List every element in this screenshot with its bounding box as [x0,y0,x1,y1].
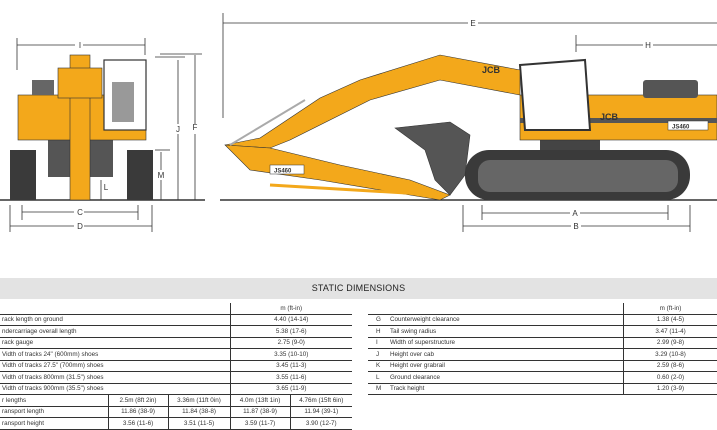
label-F: F [193,123,198,132]
brand-logo-boom: JCB [482,65,501,75]
unit-header: m (ft-in) [623,303,717,315]
unit-header: m (ft-in) [229,303,352,315]
section-header-band [0,278,717,299]
section-title: STATIC DIMENSIONS [311,283,406,293]
brand-logo-body: JCB [600,112,619,122]
label-D: D [77,222,83,231]
label-M: M [158,171,165,180]
excavator-dimension-diagram: JCB JCB JS460 JS460 I C D M L J F E H A … [0,13,717,232]
label-J: J [176,125,180,134]
dimension-labels: I C D M L J F E H A B [74,18,653,231]
excavator-front-view [10,54,153,201]
excavator-side-view: JCB JCB JS460 JS460 [224,54,717,201]
label-C: C [77,208,83,217]
label-L: L [104,183,109,192]
label-A: A [572,209,578,218]
label-B: B [573,222,578,231]
arm-badge: JS460 [274,169,292,175]
label-H: H [645,41,651,50]
label-E: E [470,19,475,28]
label-I: I [79,41,81,50]
model-badge: JS460 [672,125,690,131]
